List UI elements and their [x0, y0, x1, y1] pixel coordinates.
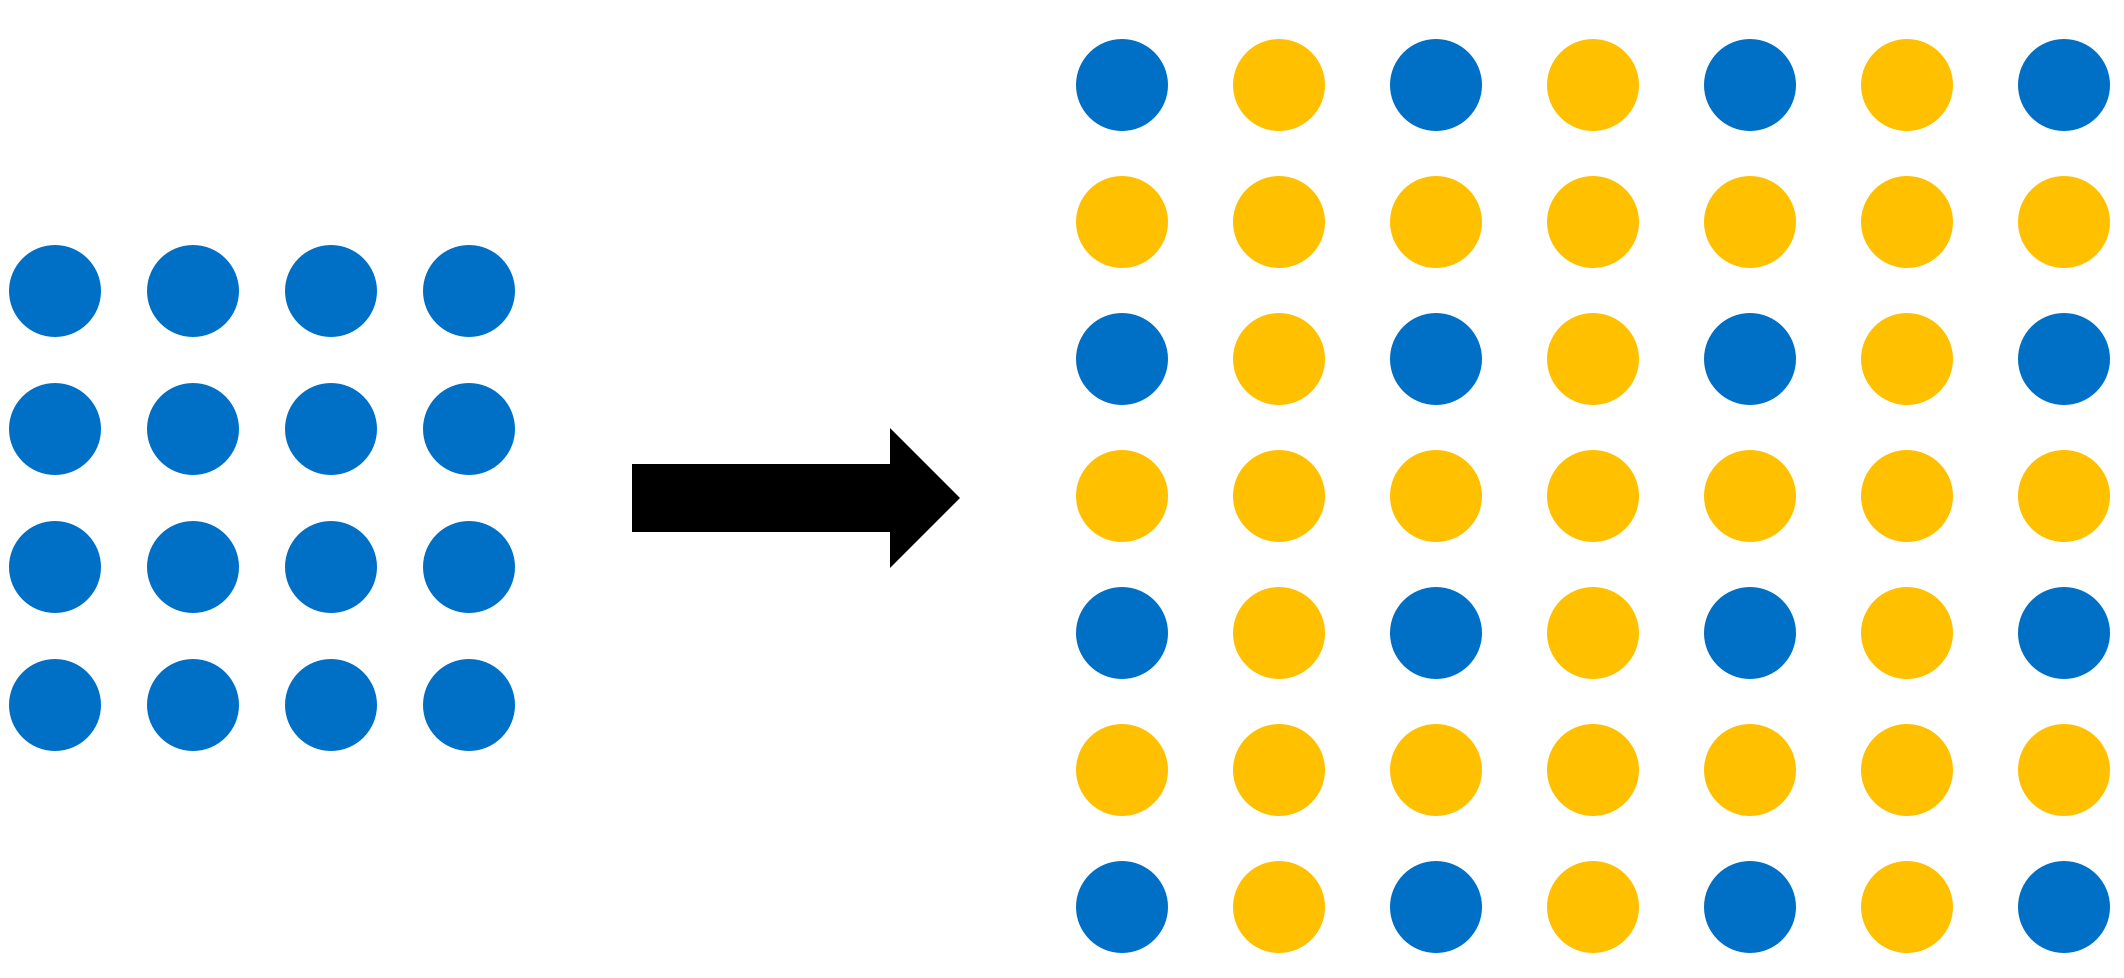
output-dot-blue — [2018, 861, 2110, 953]
output-dot-grid — [1076, 39, 2110, 953]
input-dot-blue — [9, 521, 101, 613]
output-dot-blue — [1704, 861, 1796, 953]
output-dot-yellow — [1547, 587, 1639, 679]
output-dot-yellow — [2018, 176, 2110, 268]
output-dot-yellow — [1861, 39, 1953, 131]
output-dot-yellow — [1547, 450, 1639, 542]
output-dot-yellow — [1704, 450, 1796, 542]
output-dot-yellow — [1233, 450, 1325, 542]
output-dot-yellow — [1233, 587, 1325, 679]
input-dot-blue — [285, 521, 377, 613]
output-dot-yellow — [1861, 176, 1953, 268]
output-dot-yellow — [1547, 724, 1639, 816]
output-dot-blue — [1390, 587, 1482, 679]
output-dot-yellow — [1861, 313, 1953, 405]
input-dot-blue — [9, 245, 101, 337]
output-dot-yellow — [1233, 39, 1325, 131]
output-dot-yellow — [1233, 176, 1325, 268]
output-dot-yellow — [1076, 450, 1168, 542]
output-dot-blue — [1076, 313, 1168, 405]
output-dot-blue — [1390, 313, 1482, 405]
input-dot-blue — [285, 245, 377, 337]
input-dot-blue — [9, 383, 101, 475]
output-dot-yellow — [1390, 724, 1482, 816]
output-dot-blue — [1704, 587, 1796, 679]
output-dot-yellow — [1704, 176, 1796, 268]
input-dot-blue — [147, 521, 239, 613]
output-dot-yellow — [1547, 313, 1639, 405]
input-dot-blue — [285, 383, 377, 475]
output-dot-yellow — [1547, 39, 1639, 131]
input-dot-blue — [147, 383, 239, 475]
output-dot-yellow — [1390, 450, 1482, 542]
arrow-right-icon — [632, 428, 960, 568]
input-dot-blue — [423, 383, 515, 475]
input-dot-grid — [9, 245, 515, 751]
output-dot-yellow — [1861, 724, 1953, 816]
output-dot-yellow — [1547, 861, 1639, 953]
output-dot-blue — [1076, 861, 1168, 953]
output-dot-yellow — [1861, 861, 1953, 953]
output-dot-yellow — [2018, 450, 2110, 542]
input-dot-blue — [285, 659, 377, 751]
output-dot-blue — [1076, 39, 1168, 131]
output-dot-yellow — [1704, 724, 1796, 816]
output-dot-yellow — [1547, 176, 1639, 268]
output-dot-yellow — [1233, 724, 1325, 816]
input-dot-blue — [423, 245, 515, 337]
output-dot-blue — [2018, 313, 2110, 405]
input-dot-blue — [147, 659, 239, 751]
output-dot-yellow — [1390, 176, 1482, 268]
output-dot-blue — [2018, 587, 2110, 679]
output-dot-yellow — [1861, 587, 1953, 679]
input-dot-blue — [423, 659, 515, 751]
input-dot-blue — [423, 521, 515, 613]
input-dot-blue — [147, 245, 239, 337]
output-dot-yellow — [2018, 724, 2110, 816]
output-dot-yellow — [1076, 176, 1168, 268]
output-dot-blue — [1704, 39, 1796, 131]
output-dot-blue — [1076, 587, 1168, 679]
output-dot-blue — [1390, 39, 1482, 131]
input-dot-blue — [9, 659, 101, 751]
output-dot-blue — [2018, 39, 2110, 131]
output-dot-yellow — [1233, 861, 1325, 953]
output-dot-blue — [1704, 313, 1796, 405]
output-dot-yellow — [1233, 313, 1325, 405]
output-dot-blue — [1390, 861, 1482, 953]
output-dot-yellow — [1076, 724, 1168, 816]
output-dot-yellow — [1861, 450, 1953, 542]
